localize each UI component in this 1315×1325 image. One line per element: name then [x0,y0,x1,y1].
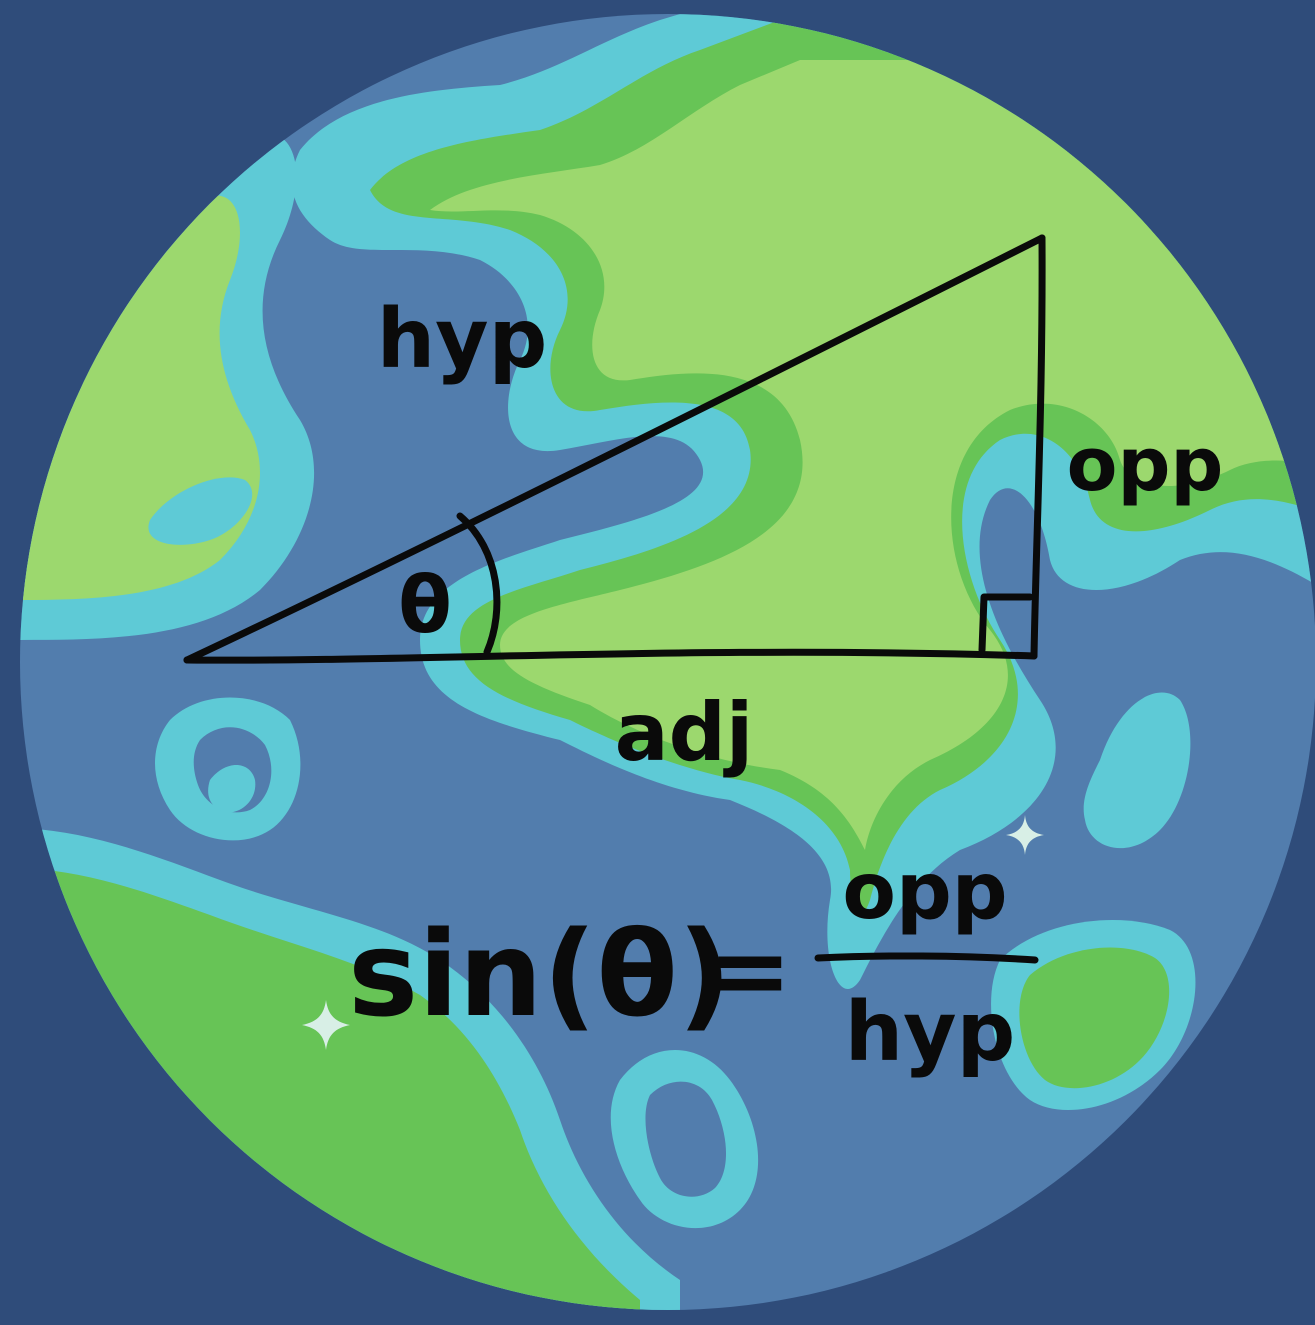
hypotenuse-label: hyp [377,292,548,387]
opposite-label: opp [1067,422,1224,508]
adjacent-label: adj [615,686,754,779]
sparkle-icon [302,1000,350,1050]
adjacent-line [183,648,1038,664]
island-3 [645,1081,727,1197]
right-triangle [183,234,1046,664]
fraction-bar [814,952,1039,964]
hypotenuse-line [183,234,1046,664]
formula-lhs: sin(θ) [348,905,732,1043]
angle-arc [456,512,501,656]
right-angle-marker [978,593,1034,654]
formula-equals: = [708,912,792,1029]
island-5 [1019,947,1170,1089]
formula-denominator: hyp [845,985,1016,1080]
west-continent-lake [148,477,253,545]
island-halo-4 [1083,692,1191,849]
sparkle-icon [1006,815,1044,855]
opposite-line [1030,234,1046,660]
island-halo-2 [208,765,256,813]
west-continent [20,195,260,600]
formula-numerator: opp [842,847,1007,937]
angle-symbol: θ [398,561,452,651]
